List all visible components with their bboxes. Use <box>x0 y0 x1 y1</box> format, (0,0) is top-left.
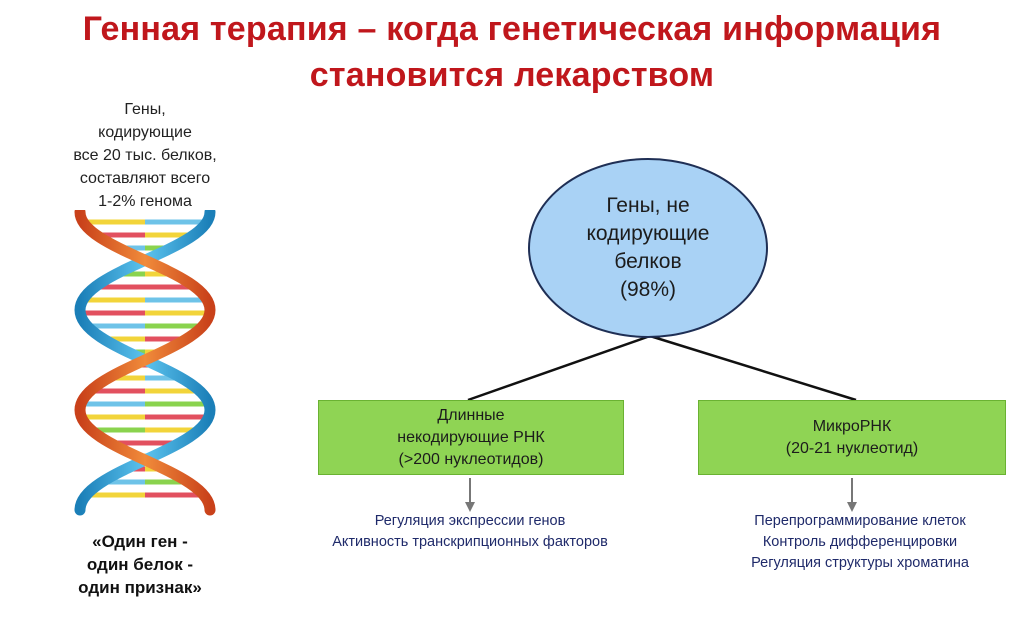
one-gene-quote: «Один ген - один белок - один признак» <box>30 530 250 599</box>
base-pair-rung <box>103 479 145 485</box>
base-pair-rung <box>117 271 145 277</box>
microrna-functions: Перепрограммирование клеток Контроль диф… <box>696 511 1024 574</box>
base-pair-rung <box>110 375 145 381</box>
base-pair-rung <box>145 388 199 394</box>
caption-line: 1-2% генома <box>98 193 192 210</box>
base-pair-rung <box>145 414 209 420</box>
base-pair-rung <box>145 375 180 381</box>
long-noncoding-rna-box: Длинные некодирующие РНК (>200 нуклеотид… <box>318 400 624 475</box>
function-item: Контроль дифференцировки <box>762 534 958 550</box>
base-pair-rung <box>145 232 191 238</box>
connector-left <box>467 334 651 402</box>
coding-genes-caption: Гены, кодирующие все 20 тыс. белков, сос… <box>40 98 250 213</box>
base-pair-rung <box>145 323 202 329</box>
base-pair-rung <box>96 284 145 290</box>
box-line: некодирующие РНК <box>397 428 545 446</box>
node-line: кодирующие <box>586 222 710 245</box>
caption-line: Гены, <box>124 101 166 118</box>
base-pair-rung <box>81 414 145 420</box>
node-line: белков <box>614 250 682 273</box>
microrna-box: МикроРНК (20-21 нуклеотид) <box>698 400 1006 475</box>
quote-line: один признак» <box>78 578 202 597</box>
quote-line: «Один ген - <box>92 532 188 551</box>
base-pair-rung <box>105 336 145 342</box>
base-pair-rung <box>87 492 145 498</box>
connector-right <box>649 334 857 402</box>
function-item: Активность транскрипционных факторов <box>332 534 608 550</box>
arrow-left-head <box>465 502 475 512</box>
quote-line: один белок - <box>86 555 194 574</box>
base-pair-rung <box>99 232 145 238</box>
base-pair-rung <box>145 284 194 290</box>
arrow-right-head <box>847 502 857 512</box>
long-rna-functions: Регуляция экспрессии генов Активность тр… <box>270 511 670 553</box>
caption-line: кодирующие <box>98 124 192 141</box>
base-pair-rung <box>145 492 203 498</box>
base-pair-rung <box>145 336 185 342</box>
base-pair-rung <box>111 440 145 446</box>
base-pair-rung <box>145 219 206 225</box>
base-pair-rung <box>84 219 145 225</box>
title-line-2: становится лекарством <box>309 56 715 94</box>
base-pair-rung <box>145 401 209 407</box>
function-item: Регуляция структуры хроматина <box>751 555 969 571</box>
box-line: (>200 нуклеотидов) <box>398 450 544 468</box>
page-title: Генная терапия – когда генетическая инфо… <box>0 6 1024 98</box>
base-pair-rung <box>145 427 198 433</box>
base-pair-rung <box>145 440 179 446</box>
base-pair-rung <box>145 479 187 485</box>
box-line: (20-21 нуклеотид) <box>785 439 919 457</box>
orange-strand <box>74 210 216 516</box>
base-pair-rung <box>145 271 173 277</box>
node-line: Гены, не <box>606 194 690 217</box>
base-pair-rung <box>145 310 210 316</box>
base-pair-rung <box>83 297 145 303</box>
non-coding-genes-node: Гены, не кодирующие белков (98%) <box>528 158 768 338</box>
function-item: Перепрограммирование клеток <box>754 513 966 529</box>
box-line: МикроРНК <box>812 417 892 435</box>
dna-helix-image <box>74 210 216 516</box>
caption-line: составляют всего <box>79 170 211 187</box>
base-pair-rung <box>145 297 207 303</box>
base-pairs <box>80 219 210 498</box>
base-pair-rung <box>92 427 145 433</box>
title-line-1: Генная терапия – когда генетическая инфо… <box>82 10 942 48</box>
base-pair-rung <box>80 310 145 316</box>
function-item: Регуляция экспрессии генов <box>374 513 566 529</box>
base-pair-rung <box>81 401 145 407</box>
base-pair-rung <box>121 245 145 251</box>
base-pair-rung <box>91 388 145 394</box>
node-line: (98%) <box>619 278 676 301</box>
base-pair-rung <box>88 323 145 329</box>
caption-line: все 20 тыс. белков, <box>73 147 217 164</box>
base-pair-rung <box>145 245 169 251</box>
box-line: Длинные <box>437 406 505 424</box>
